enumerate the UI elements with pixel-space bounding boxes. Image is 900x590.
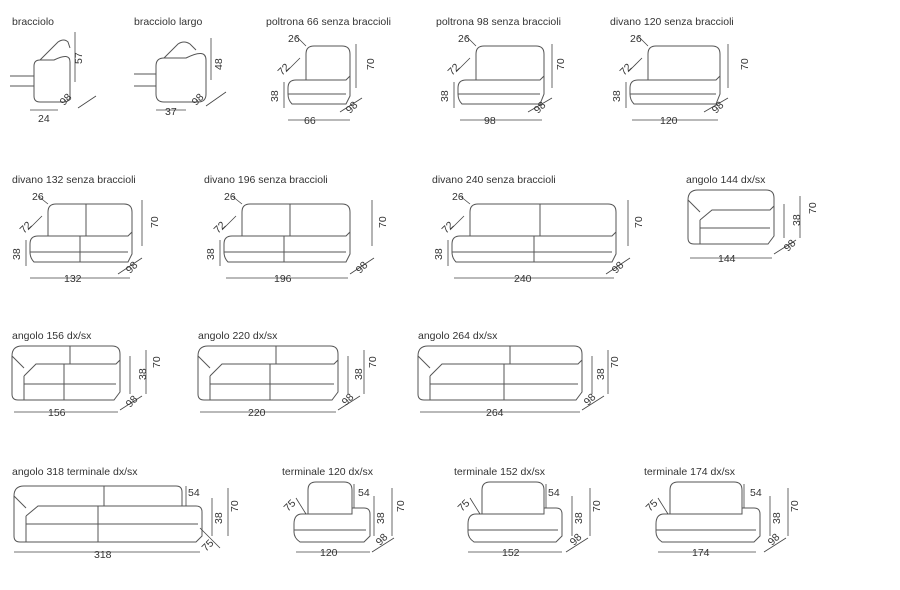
dim-back: 26 — [288, 33, 300, 45]
dim-seat: 38 — [269, 90, 281, 102]
dim-width: 318 — [94, 549, 112, 561]
dim-width: 264 — [486, 407, 504, 419]
dim-width: 144 — [718, 253, 736, 265]
dim-back: 26 — [452, 191, 464, 203]
module-title: divano 240 senza braccioli — [432, 174, 556, 186]
module-title: bracciolo largo — [134, 16, 203, 28]
dim-height: 70 — [739, 58, 751, 70]
dim-width: 37 — [165, 106, 177, 118]
dim-seat: 38 — [439, 90, 451, 102]
dim-height: 70 — [555, 58, 567, 70]
dim-width: 174 — [692, 547, 710, 559]
dim-width: 196 — [274, 273, 292, 285]
dim-width: 98 — [484, 115, 496, 127]
dim-arm: 54 — [358, 487, 370, 499]
module-title: bracciolo — [12, 16, 55, 28]
dim-height: 70 — [365, 58, 377, 70]
dim-width: 120 — [660, 115, 678, 127]
dim-height: 70 — [395, 500, 407, 512]
dim-height: 70 — [367, 356, 379, 368]
module-title: angolo 264 dx/sx — [418, 330, 498, 342]
dim-seat: 38 — [205, 248, 217, 260]
dim-height: 70 — [377, 216, 389, 228]
module-title: divano 196 senza braccioli — [204, 174, 328, 186]
module-title: angolo 144 dx/sx — [686, 174, 766, 186]
dim-height: 70 — [149, 216, 161, 228]
dim-arm: 54 — [548, 487, 560, 499]
module-title: divano 120 senza braccioli — [610, 16, 734, 28]
dim-seat: 38 — [375, 512, 387, 524]
dim-width: 24 — [38, 113, 50, 125]
module-title: angolo 318 terminale dx/sx — [12, 466, 138, 478]
dim-back: 26 — [630, 33, 642, 45]
module-title: angolo 220 dx/sx — [198, 330, 278, 342]
dim-seat: 38 — [353, 368, 365, 380]
dim-height: 70 — [633, 216, 645, 228]
dim-height: 70 — [807, 202, 819, 214]
dim-height: 70 — [789, 500, 801, 512]
dim-seat: 38 — [433, 248, 445, 260]
dim-seat: 38 — [791, 214, 803, 226]
module-title: terminale 174 dx/sx — [644, 466, 736, 478]
dim-seat: 38 — [213, 512, 225, 524]
dim-seat: 38 — [137, 368, 149, 380]
dim-height: 70 — [229, 500, 241, 512]
dim-width: 152 — [502, 547, 520, 559]
module-title: poltrona 98 senza braccioli — [436, 16, 561, 28]
dim-seat: 38 — [11, 248, 23, 260]
dim-height: 57 — [73, 52, 85, 64]
dim-width: 240 — [514, 273, 532, 285]
dim-height: 70 — [609, 356, 621, 368]
dim-width: 120 — [320, 547, 338, 559]
dim-height: 48 — [213, 58, 225, 70]
dim-width: 132 — [64, 273, 82, 285]
module-title: terminale 120 dx/sx — [282, 466, 374, 478]
dim-back: 26 — [32, 191, 44, 203]
module-title: angolo 156 dx/sx — [12, 330, 92, 342]
dim-d: 98 — [766, 531, 783, 548]
module-title: poltrona 66 senza braccioli — [266, 16, 391, 28]
dim-seat: 38 — [771, 512, 783, 524]
dim-width: 156 — [48, 407, 66, 419]
dim-width: 66 — [304, 115, 316, 127]
dim-seat: 38 — [573, 512, 585, 524]
dim-seat: 38 — [611, 90, 623, 102]
dim-height: 70 — [151, 356, 163, 368]
module-title: divano 132 senza braccioli — [12, 174, 136, 186]
dim-arm: 54 — [750, 487, 762, 499]
dim-width: 220 — [248, 407, 266, 419]
dim-arm: 54 — [188, 487, 200, 499]
dim-height: 70 — [591, 500, 603, 512]
dim-seat: 38 — [595, 368, 607, 380]
dim-depth: 75 — [644, 497, 661, 514]
module-title: terminale 152 dx/sx — [454, 466, 546, 478]
dim-back: 26 — [458, 33, 470, 45]
dim-back: 26 — [224, 191, 236, 203]
